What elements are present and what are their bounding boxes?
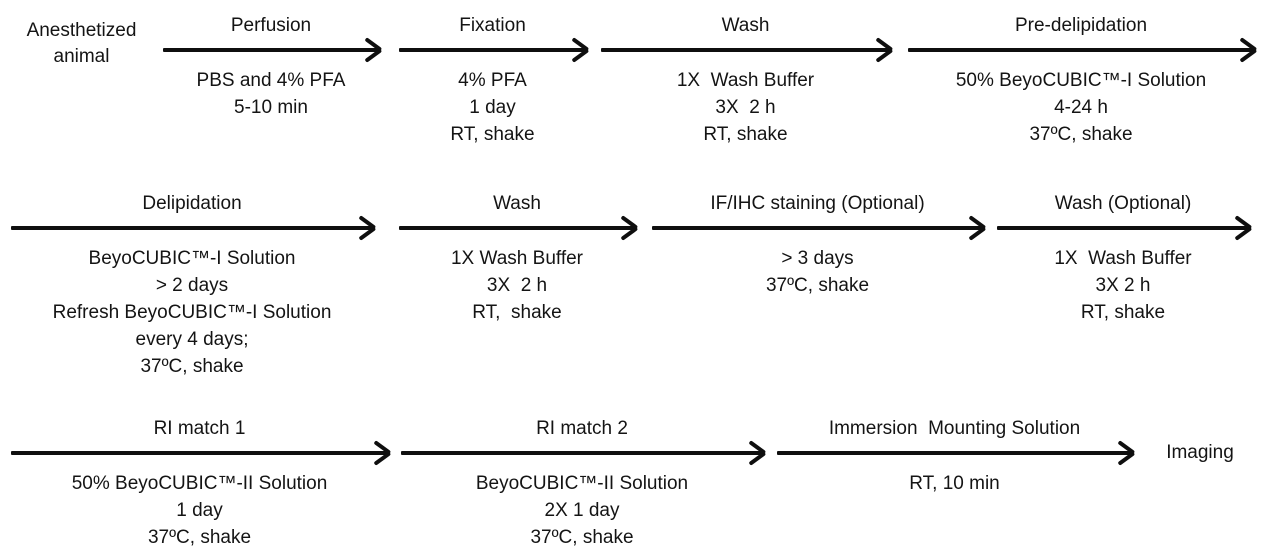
step-ri-match-2: RI match 2 BeyoCUBIC™-II Solution 2X 1 d… xyxy=(401,405,763,551)
step-ri-match-1: RI match 1 50% BeyoCUBIC™-II Solution 1 … xyxy=(11,405,388,551)
step-title: Fixation xyxy=(459,15,526,36)
step-wash-1: Wash 1X Wash Buffer 3X 2 h RT, shake xyxy=(601,2,890,148)
step-title: Pre-delipidation xyxy=(1014,15,1148,36)
step-fixation: Fixation 4% PFA 1 day RT, shake xyxy=(399,2,586,148)
step-details: PBS and 4% PFA 5-10 min xyxy=(196,70,346,118)
step-details: 1X Wash Buffer 3X 2 h RT, shake xyxy=(450,248,583,323)
step-title: RI match 2 xyxy=(536,418,628,439)
arrow-right-icon xyxy=(601,48,890,52)
step-title: RI match 1 xyxy=(153,418,246,439)
step-ifihc-staining: IF/IHC staining (Optional) > 3 days 37ºC… xyxy=(652,180,983,299)
step-details: RT, 10 min xyxy=(909,473,1000,494)
step-title: Delipidation xyxy=(142,193,242,214)
step-title: Wash xyxy=(721,15,770,36)
arrow-right-icon xyxy=(399,226,635,230)
step-immersion-mounting: Immersion Mounting Solution RT, 10 min xyxy=(777,405,1132,497)
arrow-right-icon xyxy=(401,451,763,455)
step-details: 1X Wash Buffer 3X 2 h RT, shake xyxy=(676,70,815,145)
step-title: Perfusion xyxy=(230,15,312,36)
step-title: Immersion Mounting Solution xyxy=(828,418,1081,439)
step-title: Wash (Optional) xyxy=(1054,193,1192,214)
step-title: Wash xyxy=(493,193,541,214)
step-details: > 3 days 37ºC, shake xyxy=(765,248,870,296)
end-node-imaging: Imaging xyxy=(1166,442,1234,463)
step-delipidation: Delipidation BeyoCUBIC™-I Solution > 2 d… xyxy=(11,180,373,380)
step-pre-delipidation: Pre-delipidation 50% BeyoCUBIC™-I Soluti… xyxy=(908,2,1254,148)
arrow-right-icon xyxy=(777,451,1132,455)
step-wash-optional: Wash (Optional) 1X Wash Buffer 3X 2 h RT… xyxy=(997,180,1249,326)
step-details: 50% BeyoCUBIC™-I Solution 4-24 h 37ºC, s… xyxy=(955,70,1207,145)
arrow-right-icon xyxy=(11,451,388,455)
arrow-right-icon xyxy=(908,48,1254,52)
step-details: 1X Wash Buffer 3X 2 h RT, shake xyxy=(1054,248,1192,323)
step-details: BeyoCUBIC™-II Solution 2X 1 day 37ºC, sh… xyxy=(475,473,689,548)
arrow-right-icon xyxy=(11,226,373,230)
step-title: IF/IHC staining (Optional) xyxy=(710,193,925,214)
step-perfusion: Perfusion PBS and 4% PFA 5-10 min xyxy=(163,2,379,121)
arrow-right-icon xyxy=(652,226,983,230)
step-wash-2: Wash 1X Wash Buffer 3X 2 h RT, shake xyxy=(399,180,635,326)
arrow-right-icon xyxy=(399,48,586,52)
arrow-right-icon xyxy=(997,226,1249,230)
step-details: 50% BeyoCUBIC™-II Solution 1 day 37ºC, s… xyxy=(71,473,328,548)
start-node-anesthetized-animal: Anesthetized animal xyxy=(26,20,137,67)
arrow-right-icon xyxy=(163,48,379,52)
step-details: 4% PFA 1 day RT, shake xyxy=(450,70,535,145)
step-details: BeyoCUBIC™-I Solution > 2 days Refresh B… xyxy=(52,248,332,377)
